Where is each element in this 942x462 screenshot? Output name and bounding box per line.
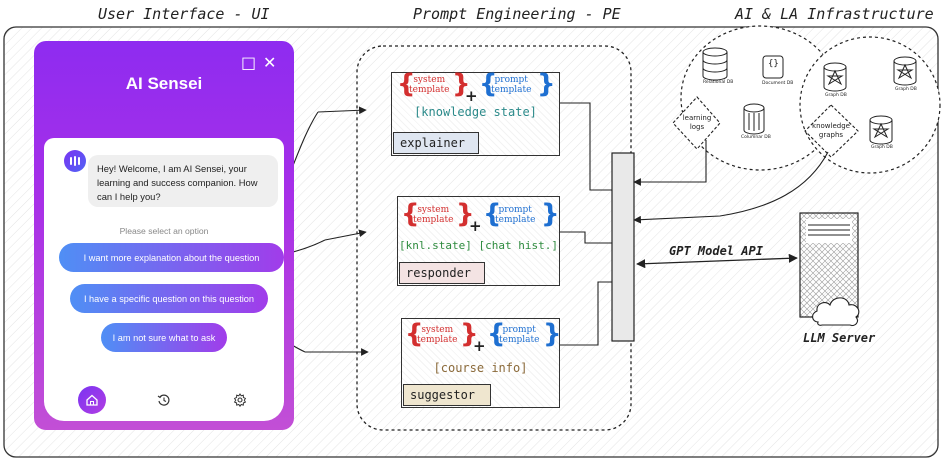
columnar-db-label: Columnar DB (741, 135, 771, 140)
aggregator-bar (611, 152, 635, 342)
columnar-db-icon (743, 103, 765, 135)
history-icon[interactable] (150, 386, 178, 414)
document-db-icon (762, 55, 784, 79)
option-not-sure-button[interactable]: I am not sure what to ask (101, 323, 227, 352)
home-icon[interactable] (78, 386, 106, 414)
maximize-icon[interactable]: □ (241, 53, 257, 72)
llm-server-label: LLM Server (803, 331, 876, 345)
graph-db-label-3: Graph DB (871, 145, 893, 150)
responder-label: responder (399, 262, 485, 284)
suggestor-label: suggestor (403, 384, 491, 406)
chat-title: AI Sensei (125, 74, 203, 93)
option-specific-question-button[interactable]: I have a specific question on this quest… (70, 284, 268, 313)
settings-icon[interactable] (226, 386, 254, 414)
explainer-label: explainer (393, 132, 479, 154)
graph-db-label-1: Graph DB (825, 93, 847, 98)
bottom-nav (44, 379, 284, 421)
relational-db-label: Relational DB (703, 80, 734, 85)
json-braces-icon: {} (768, 59, 779, 69)
bot-avatar-icon (64, 150, 86, 172)
chat-window: □ ✕ AI Sensei Hey! Welcome, I am AI Sens… (34, 41, 294, 430)
knowledge-graphs-diamond (804, 104, 859, 158)
bot-message: Hey! Welcome, I am AI Sensei, your learn… (88, 155, 278, 207)
learning-logs-diamond (672, 96, 721, 150)
graph-db-label-2: Graph DB (895, 87, 917, 92)
ui-section-title: User Interface - UI (98, 5, 270, 23)
gpt-api-label: GPT Model API (669, 244, 763, 258)
graph-db-icon-1 (823, 62, 847, 92)
option-more-explanation-button[interactable]: I want more explanation about the questi… (59, 243, 284, 272)
chat-area: Hey! Welcome, I am AI Sensei, your learn… (44, 138, 284, 410)
knl-chat-variable: [knl.state] [chat hist.] (399, 239, 558, 252)
graph-db-icon-2 (893, 56, 917, 86)
knowledge-state-variable: [knowledge state] (414, 105, 537, 119)
select-option-label: Please select an option (119, 226, 209, 236)
pe-section-title: Prompt Engineering - PE (413, 5, 621, 23)
relational-db-icon (702, 47, 728, 81)
course-info-variable: [course info] (433, 361, 528, 375)
document-db-label: Document DB (762, 81, 794, 86)
cloud-icon (812, 297, 860, 326)
infra-section-title: AI & LA Infrastructure (735, 5, 934, 23)
graph-db-icon-3 (869, 115, 893, 145)
close-icon[interactable]: ✕ (263, 53, 277, 72)
